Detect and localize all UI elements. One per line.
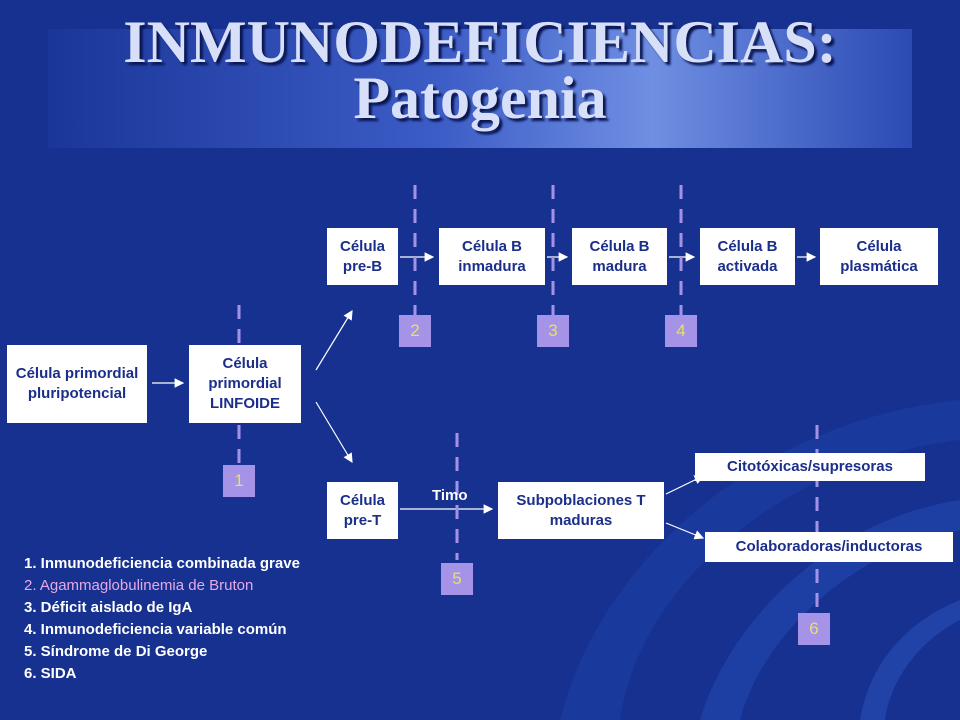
box-citotoxicas: Citotóxicas/supresoras: [695, 453, 925, 481]
legend-item-1: 1. Inmunodeficiencia combinada grave: [24, 555, 300, 572]
legend-item-4: 4. Inmunodeficiencia variable común: [24, 621, 287, 638]
badge-6: 6: [798, 613, 830, 645]
badge-5: 5: [441, 563, 473, 595]
badge-2: 2: [399, 315, 431, 347]
box-celula-pre-t: Célula pre-T: [327, 482, 398, 539]
box-celula-b-activada: Célula B activada: [700, 228, 795, 285]
title-line-2: Patogenia: [353, 65, 607, 131]
legend-item-6: 6. SIDA: [24, 665, 77, 682]
box-celula-linfoide: Célula primordial LINFOIDE: [189, 345, 301, 423]
box-colaboradoras: Colaboradoras/inductoras: [705, 532, 953, 562]
box-celula-b-inmadura: Célula B inmadura: [439, 228, 545, 285]
legend-item-3: 3. Déficit aislado de IgA: [24, 599, 193, 616]
box-celula-pre-b: Célula pre-B: [327, 228, 398, 285]
title-band: [48, 29, 912, 148]
label-timo: Timo: [432, 487, 468, 504]
box-subpoblaciones-t: Subpoblaciones T maduras: [498, 482, 664, 539]
title-line-1: INMUNODEFICIENCIAS:: [123, 9, 837, 75]
box-celula-pluripotencial: Célula primordial pluripotencial: [7, 345, 147, 423]
arrow-linfoide-pret: [315, 401, 353, 464]
arrow-linfoide-preb: [315, 309, 353, 371]
legend: 1. Inmunodeficiencia combinada grave 2. …: [24, 553, 300, 685]
box-celula-plasmatica: Célula plasmática: [820, 228, 938, 285]
badge-4: 4: [665, 315, 697, 347]
legend-item-2: 2. Agammaglobulinemia de Bruton: [24, 577, 254, 594]
box-celula-b-madura: Célula B madura: [572, 228, 667, 285]
legend-item-5: 5. Síndrome de Di George: [24, 643, 208, 660]
badge-1: 1: [223, 465, 255, 497]
badge-3: 3: [537, 315, 569, 347]
slide-title: INMUNODEFICIENCIAS: Patogenia: [0, 9, 960, 131]
arrow-sub-colaboradoras: [665, 522, 705, 540]
